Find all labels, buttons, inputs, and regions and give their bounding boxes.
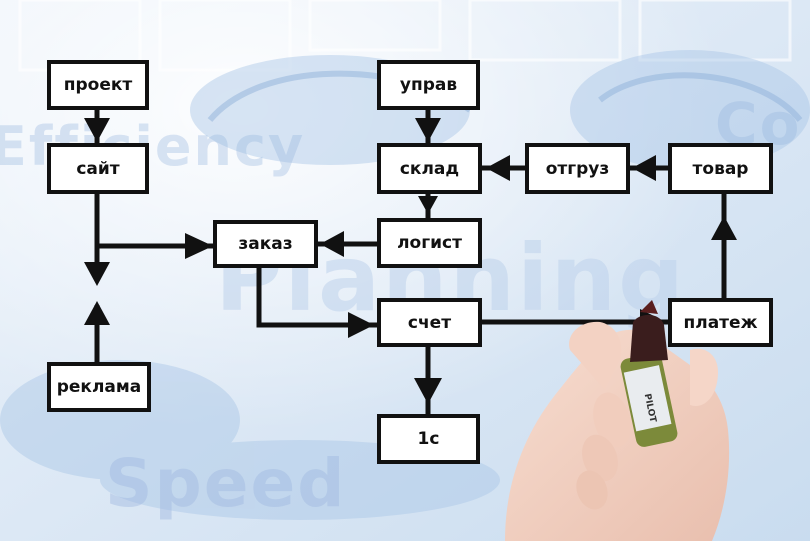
marker-pen <box>620 300 678 447</box>
node-tovar: товар <box>668 143 773 194</box>
arrow-schet-1c <box>414 378 442 404</box>
arrow-to-zakaz <box>185 233 213 259</box>
node-otgruz: отгруз <box>525 143 630 194</box>
arrow-reklama-junction <box>84 301 110 325</box>
node-platezh: платеж <box>668 298 773 347</box>
node-sklad: склад <box>377 143 482 194</box>
node-reklama: реклама <box>47 362 151 412</box>
bg-word-speed: Speed <box>105 445 347 522</box>
node-1c: 1с <box>377 414 480 464</box>
arrow-platezh-tovar <box>711 216 737 240</box>
node-proekt: проект <box>47 60 149 110</box>
arrow-uprav-sklad <box>415 118 441 142</box>
node-zakaz: заказ <box>213 220 318 268</box>
arrow-proekt-sait <box>84 118 110 142</box>
arrow-otgruz-sklad <box>486 155 510 181</box>
node-uprav: управ <box>377 60 480 110</box>
node-logist: логист <box>377 218 482 268</box>
arrow-sait-junction <box>84 262 110 286</box>
node-sait: сайт <box>47 143 149 194</box>
node-schet: счет <box>377 298 482 347</box>
arrow-logist-zakaz <box>320 231 344 257</box>
arrow-sklad-logist <box>418 196 438 214</box>
arrow-tovar-otgruz <box>632 155 656 181</box>
arrow-zakaz-schet <box>348 312 374 338</box>
